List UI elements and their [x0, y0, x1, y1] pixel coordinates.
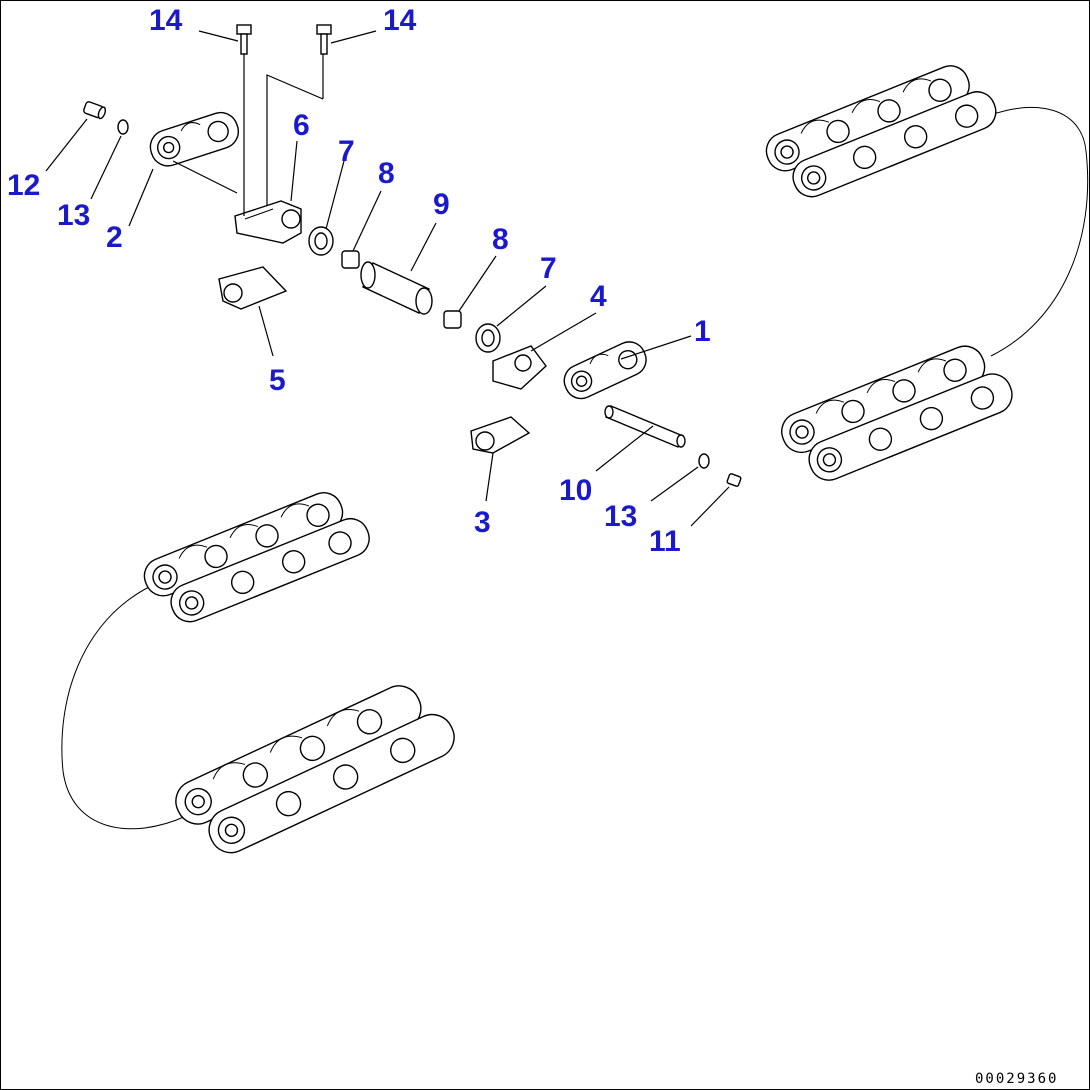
callout-13-left: 13 [57, 199, 90, 232]
leader-lines [45, 30, 730, 527]
chain-loop-left [61, 585, 187, 830]
callout-7-lower: 7 [540, 252, 557, 285]
callout-14-right: 14 [383, 4, 417, 37]
track-chain-middle-left [143, 492, 370, 623]
bolt-right [316, 24, 332, 55]
track-chain-upper-right [765, 65, 997, 198]
guard-5 [218, 266, 288, 310]
callout-8-upper: 8 [378, 157, 395, 190]
spacer-8b [443, 310, 462, 329]
callout-3: 3 [474, 506, 491, 539]
guard-3 [470, 416, 531, 454]
track-chain-middle-right [781, 345, 1013, 481]
bolt-left [236, 24, 252, 55]
seal-7a [308, 226, 334, 256]
snap-ring-right [698, 453, 710, 469]
callout-2: 2 [106, 221, 123, 254]
callout-1: 1 [694, 315, 711, 348]
callout-6: 6 [293, 109, 310, 142]
guard-4 [492, 345, 547, 390]
callout-11: 11 [649, 525, 681, 558]
callout-9: 9 [433, 188, 450, 221]
callout-14-left: 14 [149, 4, 183, 37]
bushing-9 [360, 261, 433, 315]
callout-13-right: 13 [604, 500, 637, 533]
master-link-left [149, 111, 239, 167]
seal-7b [475, 323, 501, 353]
track-chain-lower-left [175, 685, 455, 854]
chain-loop-right [965, 107, 1089, 357]
spacer-8a [341, 250, 360, 269]
callout-7-upper: 7 [338, 135, 355, 168]
callout-10: 10 [559, 474, 592, 507]
snap-ring-left [117, 119, 129, 135]
document-number: 00029360 [975, 1071, 1058, 1087]
callout-8-lower: 8 [492, 223, 509, 256]
plug-11 [726, 473, 742, 487]
callout-4: 4 [590, 280, 607, 313]
callout-labels: 14 14 6 7 8 9 8 7 4 1 12 13 2 5 10 13 11… [7, 4, 711, 558]
master-pin-left [83, 101, 107, 120]
callout-12: 12 [7, 169, 40, 202]
master-link-1 [563, 341, 647, 400]
shoe-guard-block [234, 200, 302, 244]
callout-5: 5 [269, 364, 286, 397]
master-pin-10 [604, 405, 686, 448]
